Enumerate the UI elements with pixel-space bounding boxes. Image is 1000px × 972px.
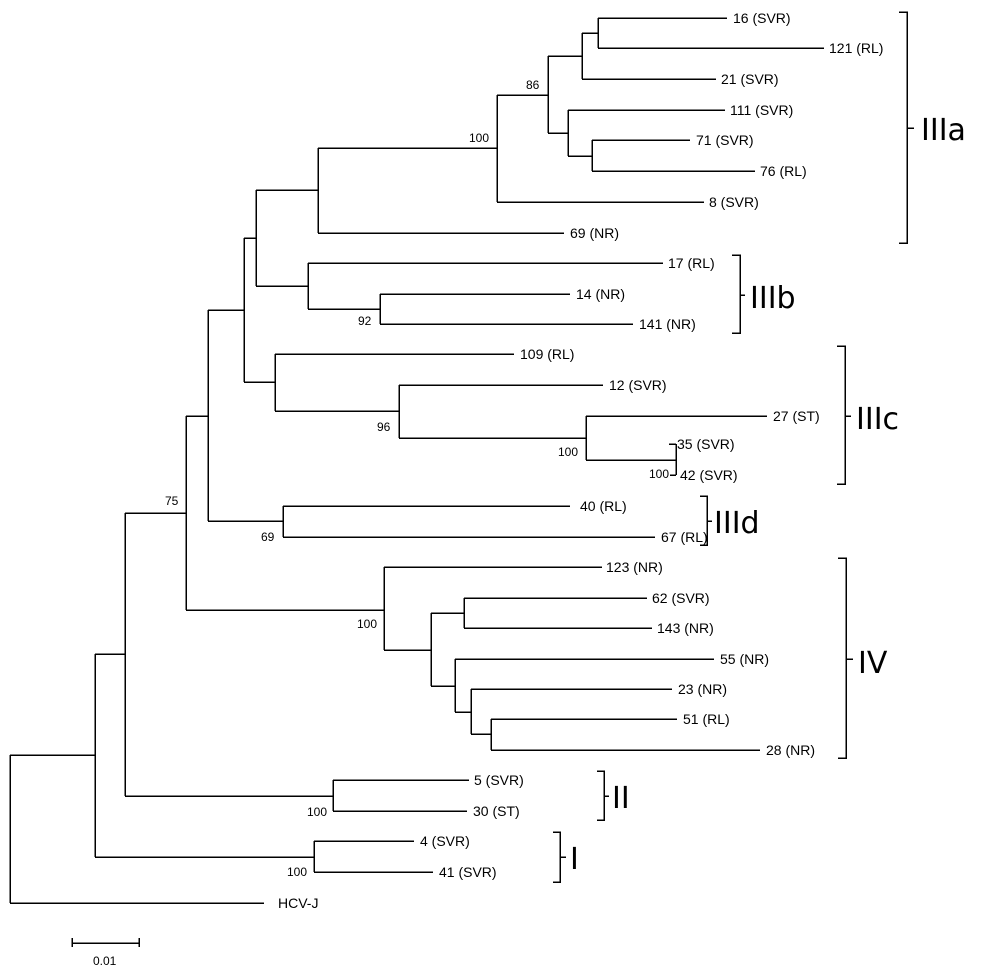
bracket-II: [597, 770, 609, 821]
leaf-109: 109 (RL): [520, 346, 574, 362]
bootstrap-100-II: 100: [307, 805, 327, 819]
branch-86: [547, 55, 582, 134]
branch-III-IV-II: [124, 512, 333, 797]
leaf-69: 69 (NR): [570, 225, 619, 241]
leaf-30: 30 (ST): [473, 803, 520, 819]
leaf-5: 5 (SVR): [474, 772, 524, 788]
branch-23-51-28: [470, 688, 672, 735]
clade-label-II: II: [612, 781, 630, 816]
leaf-123: 123 (NR): [606, 559, 663, 575]
branch-100-I: [313, 840, 433, 873]
bootstrap-86: 86: [526, 78, 540, 92]
clade-label-IIIa: IIIa: [921, 113, 966, 148]
bracket-IIIb: [732, 254, 745, 334]
leaf-8: 8 (SVR): [709, 194, 759, 210]
leaf-40: 40 (RL): [580, 498, 627, 514]
bootstrap-75: 75: [165, 494, 179, 508]
clade-label-I: I: [570, 842, 579, 877]
branch-IIIabcd: [207, 309, 283, 522]
leaf-21: 21 (SVR): [721, 71, 779, 87]
branch-IIIc-root: [274, 353, 514, 412]
clade-label-IV: IV: [858, 646, 888, 681]
leaf-67: 67 (RL): [661, 529, 708, 545]
branch-55-rest: [454, 658, 714, 713]
bracket-IV: [838, 557, 853, 759]
leaf-17: 17 (RL): [668, 255, 715, 271]
branch-IIIabc: [243, 237, 275, 383]
leaf-121: 121 (RL): [829, 40, 883, 56]
bootstrap-100-I: 100: [287, 865, 307, 879]
clade-label-IIId: IIId: [714, 506, 760, 541]
branch-62-143: [463, 597, 652, 629]
bootstrap-values: 86 100 92 96 100 100 75 69 100 100 100: [165, 78, 669, 879]
bootstrap-100-27: 100: [558, 445, 578, 459]
bootstrap-69: 69: [261, 530, 275, 544]
clade-label-IIIc: IIIc: [856, 402, 899, 437]
branch-100-II: [332, 779, 469, 812]
bootstrap-100-IV: 100: [357, 617, 377, 631]
leaf-35: 35 (SVR): [677, 436, 735, 452]
leaf-42: 42 (SVR): [680, 467, 738, 483]
leaf-23: 23 (NR): [678, 681, 727, 697]
bracket-IIIc: [837, 345, 851, 485]
branch-IV-inner: [430, 612, 464, 687]
branch-root: [9, 754, 264, 904]
leaf-28: 28 (NR): [766, 742, 815, 758]
bracket-IIIa: [899, 11, 914, 244]
tree-branches: [9, 17, 824, 904]
branch-100-IIIa: [496, 94, 704, 203]
bootstrap-96: 96: [377, 420, 391, 434]
leaf-62: 62 (SVR): [652, 590, 710, 606]
clade-brackets: IIIa IIIb IIIc IIId IV II I: [553, 11, 966, 883]
leaf-14: 14 (NR): [576, 286, 625, 302]
leaf-4: 4 (SVR): [420, 833, 470, 849]
clade-label-IIIb: IIIb: [750, 281, 796, 316]
leaf-16: 16 (SVR): [733, 10, 791, 26]
branch-16-121-21: [581, 32, 716, 80]
leaf-hcvj: HCV-J: [278, 895, 318, 911]
branch-IIIa-root: [317, 147, 564, 234]
branch-ingroup: [94, 653, 314, 858]
leaf-71: 71 (SVR): [696, 132, 754, 148]
leaf-141: 141 (NR): [639, 316, 696, 332]
bracket-IIId: [700, 495, 712, 546]
branch-100-IV: [383, 566, 602, 651]
leaf-143: 143 (NR): [657, 620, 714, 636]
leaf-12: 12 (SVR): [609, 377, 667, 393]
branch-96: [398, 384, 603, 439]
scale-bar-label: 0.01: [93, 954, 117, 968]
scale-bar-line: [71, 938, 140, 947]
leaf-51: 51 (RL): [683, 711, 730, 727]
leaf-41: 41 (SVR): [439, 864, 497, 880]
branch-75: [185, 415, 384, 611]
bootstrap-100-IIIa: 100: [469, 131, 489, 145]
bootstrap-100-35: 100: [649, 467, 669, 481]
bracket-I: [553, 831, 566, 883]
leaf-27: 27 (ST): [773, 408, 820, 424]
leaf-labels: 16 (SVR) 121 (RL) 21 (SVR) 111 (SVR) 71 …: [278, 10, 883, 911]
leaf-111: 111 (SVR): [730, 102, 793, 118]
leaf-76: 76 (RL): [760, 163, 807, 179]
scale-bar: 0.01: [71, 938, 140, 968]
bootstrap-92: 92: [358, 314, 372, 328]
leaf-55: 55 (NR): [720, 651, 769, 667]
